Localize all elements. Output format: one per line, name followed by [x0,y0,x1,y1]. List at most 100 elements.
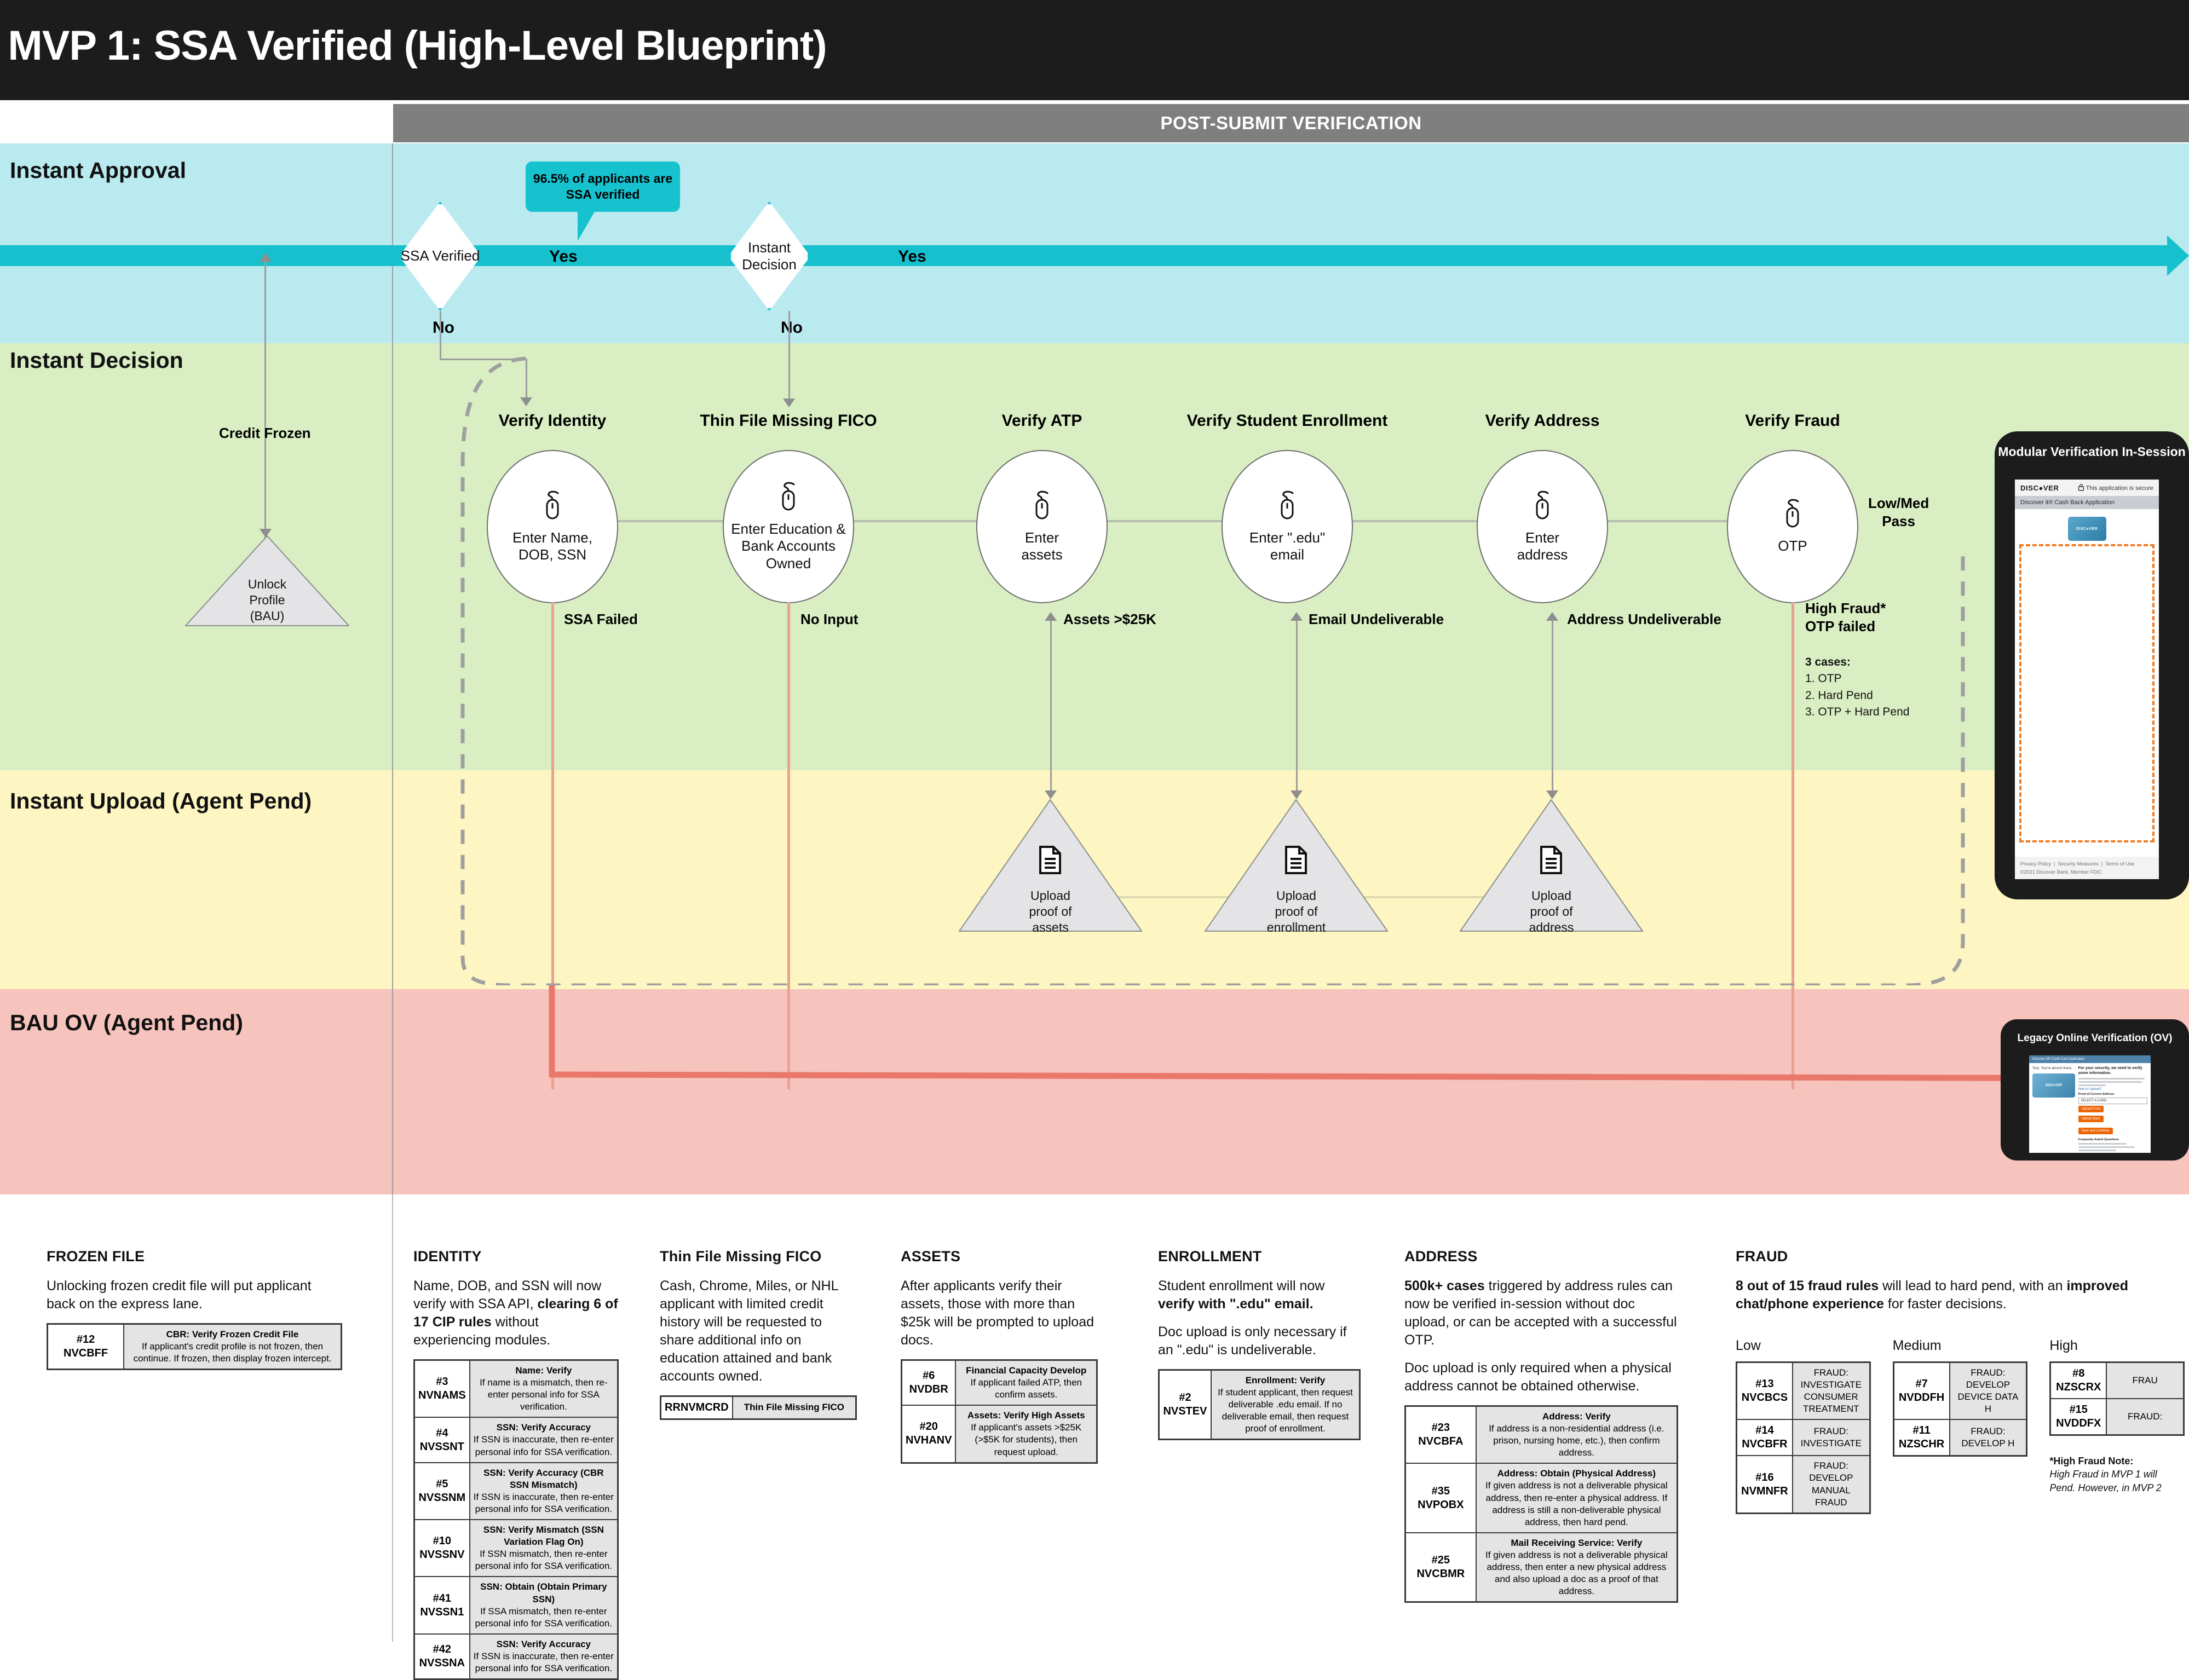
edge-label-yes-2: Yes [898,247,926,265]
connector-credit-frozen [264,257,266,538]
document-icon [1285,846,1307,874]
ov-save-continue-button[interactable]: Save and Continue [2078,1127,2113,1134]
ov-field-label: Proof of Current Address [2078,1092,2115,1096]
triangle-outline [959,799,1142,932]
connector-instant-no [788,311,790,401]
device-phone-mockup: Modular Verification In-Session DISC●VER… [1995,431,2189,899]
upload-line-address [1552,621,1553,796]
rule-title: Financial Capacity Develop [966,1365,1087,1376]
swimlane-instant-approval [0,143,2189,343]
rule-title: Name: Verify [515,1365,572,1376]
node-verify-fraud[interactable]: Verify Fraud OTP [1727,412,1858,603]
rule-description: Address: Obtain (Physical Address)If giv… [1475,1463,1678,1533]
ov-upload-front-button[interactable]: Upload Front [2078,1105,2104,1112]
ov-howto-link[interactable]: How to Upload? [2078,1087,2102,1091]
footer-link-security[interactable]: Security Measures [2058,861,2099,867]
node-body: OTP [1727,450,1858,603]
discover-application-title: Discover it® Cash Back Application [2015,496,2159,509]
node-verify-identity[interactable]: Verify Identity Enter Name,DOB, SSN [487,412,618,603]
ov-card-select[interactable]: SELECT A CARD [2078,1097,2147,1104]
note-paragraph: Unlocking frozen credit file will put ap… [47,1278,312,1312]
note-paragraph-emphasis: clearing 6 of 17 CIP rules [413,1296,618,1330]
connector-to-identity [526,359,527,400]
ov-heading: For your security, we need to verify som… [2078,1066,2142,1075]
footer-link-terms[interactable]: Terms of Use [2105,861,2135,867]
note-paragraph: Cash, Chrome, Miles, or NHL applicant wi… [660,1278,838,1384]
document-icon [1039,846,1061,874]
edge-label-no-input: No Input [800,611,859,627]
arrow-credit-frozen-up-icon [260,253,272,262]
decision-instant-decision[interactable]: Instant Decision [728,201,810,311]
connector-ssa-no [440,311,441,360]
triangle-outline [1460,799,1643,932]
arrow-enrollment-up-icon [1291,612,1303,621]
rule-title: Mail Receiving Service: Verify [1511,1537,1643,1548]
app-title-bar: - MVP 1: SSA Verified (High-Level Bluepr… [0,0,2189,100]
ov-upload-back-button[interactable]: Upload Back [2078,1115,2104,1122]
mouse-icon [546,490,559,519]
node-verify-identity-caption: Enter Name,DOB, SSN [512,529,592,563]
note-paragraph: 500k+ cases triggered by address rules c… [1404,1278,1677,1348]
node-verify-student-enrollment[interactable]: Verify Student Enrollment Enter ".edu"em… [1187,412,1387,603]
discover-footer: Privacy Policy | Security Measures | Ter… [2015,857,2159,879]
modular-verification-dropzone[interactable] [2019,544,2155,842]
lock-icon [2078,484,2084,491]
ov-greeting: Test, You're almost there. [2032,1066,2072,1070]
mouse-icon [1536,490,1549,519]
edge-label-address-undeliverable: Address Undeliverable [1567,611,1721,627]
swimlane-label-instant-upload: Instant Upload (Agent Pend) [10,788,312,813]
ov-left-column: Test, You're almost there. DISC●VER [2032,1066,2075,1153]
rule-title: Enrollment: Verify [1245,1375,1326,1385]
rule-description: FRAUD: INVESTIGATE CONSUMER TREATMENT [1791,1361,1871,1421]
node-verify-fraud-caption: OTP [1778,538,1807,555]
secure-text: This application is secure [2086,485,2153,492]
note-heading: ADDRESS [1404,1248,1478,1265]
rule-code: RRNVMCRD [660,1395,733,1420]
node-thin-file-missing-fico[interactable]: Thin File Missing FICO Enter Education &… [700,412,877,603]
arrow-assets-up-icon [1045,612,1057,621]
node-verify-enrollment-title: Verify Student Enrollment [1186,412,1388,430]
decision-ssa-verified[interactable]: SSA Verified [399,201,481,311]
decision-ssa-verified-label: SSA Verified [399,201,481,311]
footer-link-privacy[interactable]: Privacy Policy [2020,861,2052,867]
express-lane-bar [0,245,2168,266]
upload-line-assets [1050,621,1052,796]
